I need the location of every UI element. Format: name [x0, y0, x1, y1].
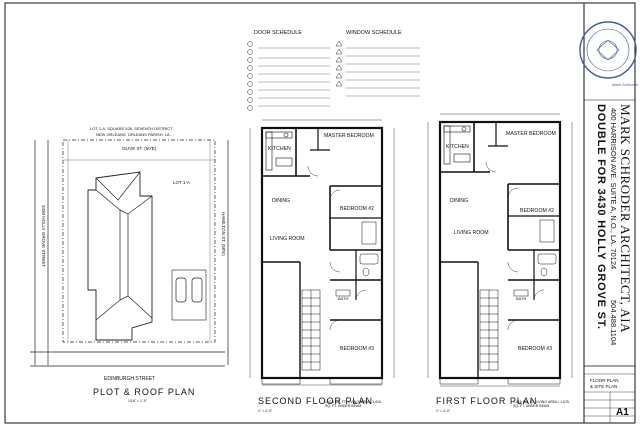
second-floor-title: SECOND FLOOR PLAN: [258, 396, 374, 406]
f2-living-label: LIVING ROOM: [270, 236, 305, 242]
f2-bedroom2-label: BEDROOM #2: [340, 206, 375, 212]
second-floor-scale: 1" = 4'-0": [258, 409, 273, 413]
f2-master-label: MASTER BEDROOM: [324, 133, 374, 139]
schedule-markers: [247, 40, 343, 111]
edinburgh-street-label: EDINBURGH STREET: [104, 376, 156, 382]
f2-bedroom3-label: BEDROOM #3: [340, 346, 375, 352]
lot-description: LOT 1-A, SQUARE 526, SEVENTH DISTRICT: [90, 126, 173, 131]
sheet-title-line2: & SITE PLAN: [590, 384, 618, 389]
title-block-frame: [583, 3, 635, 423]
f1-bedroom3-label: BEDROOM #3: [518, 346, 553, 352]
site-plan-title: PLOT & ROOF PLAN: [93, 387, 196, 397]
olive-street-label: OLIVE ST. (50'E): [122, 146, 157, 151]
firm-name: MARK SCHRODER ARCHITECT, AIA: [618, 104, 633, 334]
f1-kitchen-label: KITCHEN: [446, 144, 469, 150]
first-floor-scale: 1" = 4'-0": [436, 409, 451, 413]
f2-bath-label: BATH: [338, 296, 349, 301]
door-schedule-title: DOOR SCHEDULE: [254, 30, 302, 36]
f2-dining-label: DINING: [272, 198, 291, 204]
f1-bath-label: BATH: [516, 296, 527, 301]
f1-living-label: LIVING ROOM: [454, 230, 489, 236]
second-floor-areas: 1,416 SQ. FT. LIVING AREA / 1,416 SQ. FT…: [325, 400, 381, 408]
site-plan-scale: 1/16" = 1'-0": [128, 399, 148, 403]
project-title: DOUBLE FOR 3430 HOLLY GROVE ST.: [595, 104, 607, 330]
seal-signature: Mark Schroder: [612, 82, 639, 87]
f1-bedroom2-label: BEDROOM #2: [520, 208, 555, 214]
first-floor-areas: 1,416 SQ. FT. LIVING AREA / 1,676 SQ. FT…: [513, 400, 569, 408]
sheet-number: A1: [616, 407, 629, 418]
schedule-lines: [258, 47, 420, 107]
hamilton-street-label: HAMILTON ST. (50'E): [221, 212, 226, 256]
holly-grove-street-label: 3430 HOLLY GROVE STREET: [41, 205, 46, 268]
f1-dining-label: DINING: [450, 198, 469, 204]
lot-location: NEW ORLEANS, ORLEANS PARISH, LA.: [96, 132, 171, 137]
sheet-title-line1: FLOOR PLAN: [590, 378, 619, 383]
firm-address: 400 HARRISON AVE. SUITE A, N.O., LA. 701…: [609, 108, 618, 270]
f2-kitchen-label: KITCHEN: [268, 146, 291, 152]
window-schedule-title: WINDOW SCHEDULE: [346, 30, 402, 36]
architect-seal: [579, 21, 637, 79]
f1-master-label: MASTER BEDROOM: [506, 131, 556, 137]
first-floor-drawing: [427, 113, 573, 387]
first-floor-title: FIRST FLOOR PLAN: [436, 396, 538, 406]
firm-phone: 504.488.1104: [609, 300, 618, 346]
second-floor-drawing: [249, 119, 395, 386]
lot-label: LOT 1-A: [173, 180, 190, 185]
site-plan-drawing: [30, 139, 229, 367]
